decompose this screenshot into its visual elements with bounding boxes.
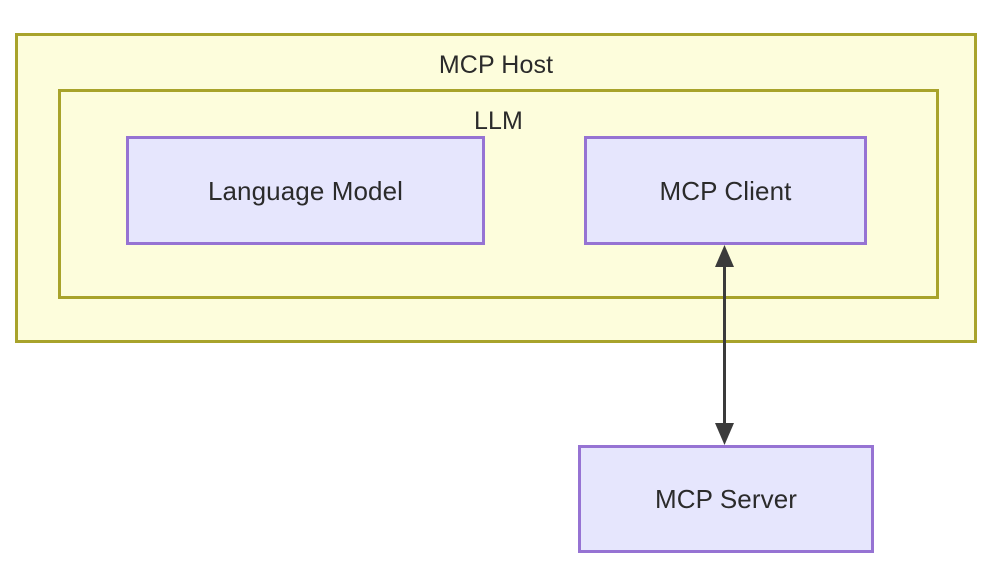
mcp-client-node[interactable]: MCP Client	[584, 136, 867, 245]
language-model-node[interactable]: Language Model	[126, 136, 485, 245]
mcp-client-label: MCP Client	[659, 175, 792, 206]
llm-label: LLM	[474, 107, 523, 135]
mcp-server-label: MCP Server	[654, 484, 798, 514]
language-model-label: Language Model	[207, 175, 404, 206]
arrowhead-down-icon	[715, 423, 734, 445]
mcp-host-label: MCP Host	[438, 51, 554, 79]
mcp-server-node[interactable]: MCP Server	[578, 445, 874, 553]
